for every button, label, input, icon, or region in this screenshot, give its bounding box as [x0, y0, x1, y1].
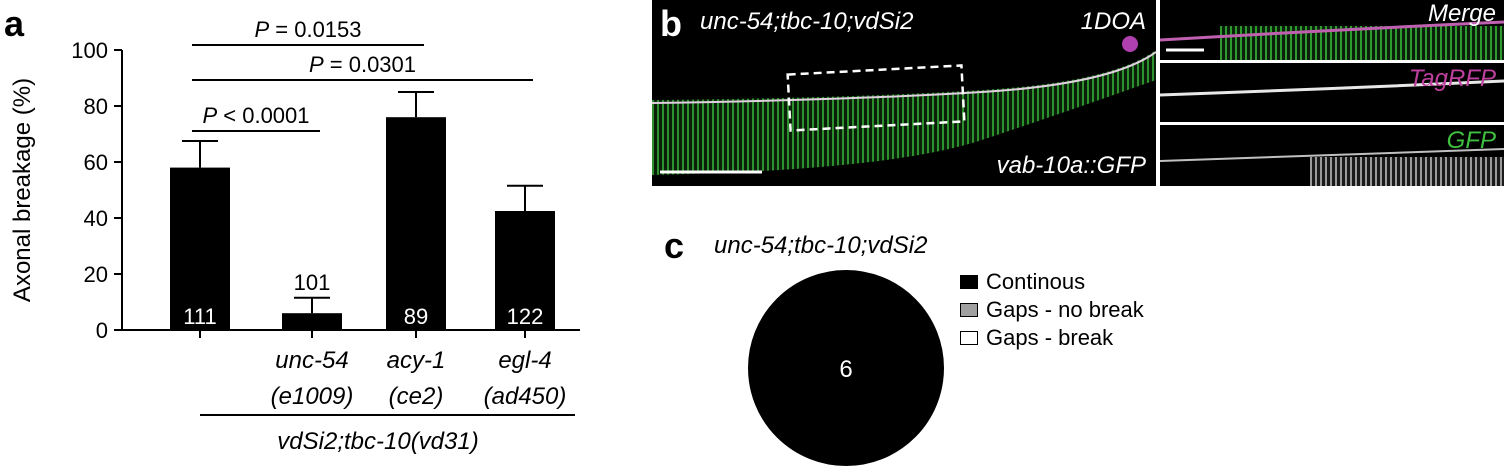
n-label: 89: [404, 304, 428, 329]
micrograph-main: unc-54;tbc-10;vdSi2 1DOA vab-10a::GFP: [652, 0, 1156, 186]
legend-label: Continous: [986, 269, 1086, 294]
x-category-label: (ad450): [484, 383, 567, 410]
panel-label-c: c: [664, 225, 685, 266]
legend-item-gaps-no-break: Gaps - no break: [960, 296, 1144, 324]
inset-label-gfp: GFP: [1446, 127, 1496, 154]
panel-label-b: b: [660, 3, 682, 44]
bar: [495, 211, 555, 330]
y-tick-label: 60: [84, 150, 108, 175]
legend-swatch: [960, 331, 978, 345]
pie-title: unc-54;tbc-10;vdSi2: [714, 232, 928, 259]
inset-label-merge: Merge: [1427, 0, 1496, 27]
worm-image: [652, 36, 1156, 175]
legend-label: Gaps - break: [986, 325, 1114, 350]
inset-gfp: GFP: [1160, 125, 1504, 186]
y-tick-label: 80: [84, 94, 108, 119]
pie-legend: Continous Gaps - no break Gaps - break: [960, 268, 1144, 352]
x-category-label: (e1009): [271, 383, 354, 410]
legend-swatch: [960, 275, 978, 289]
group-label: vdSi2;tbc-10(vd31): [277, 428, 478, 455]
pie-slice: [748, 270, 944, 466]
x-category-label: (ce2): [389, 383, 444, 410]
legend-item-gaps-break: Gaps - break: [960, 324, 1144, 352]
x-category-label: acy-1: [387, 347, 446, 374]
y-tick-label: 100: [71, 38, 108, 63]
p-value-label: P < 0.0001: [202, 103, 309, 128]
inset-tagrfp: TagRFP: [1160, 63, 1504, 122]
x-category-label: unc-54: [275, 347, 348, 374]
legend-item-continous: Continous: [960, 268, 1144, 296]
genotype-label: unc-54;tbc-10;vdSi2: [700, 8, 914, 35]
n-label: 101: [294, 270, 331, 295]
marker-label: vab-10a::GFP: [996, 152, 1146, 179]
n-label: 122: [507, 304, 544, 329]
y-tick-label: 20: [84, 262, 108, 287]
pie-chart: 6: [748, 270, 944, 466]
inset-merge: Merge: [1160, 0, 1504, 60]
legend-label: Gaps - no break: [986, 297, 1144, 322]
n-label: 111: [183, 304, 216, 329]
pie-center-label: 6: [839, 356, 852, 383]
bar: [170, 167, 230, 330]
x-category-label: egl-4: [498, 347, 551, 374]
inset-label-tagrfp: TagRFP: [1408, 65, 1496, 92]
y-axis-label: Axonal breakage (%): [9, 78, 36, 302]
legend-swatch: [960, 303, 978, 317]
stage-label: 1DOA: [1080, 8, 1146, 35]
y-tick-label: 40: [84, 206, 108, 231]
y-tick-label: 0: [96, 318, 108, 343]
p-value-label: P = 0.0301: [309, 52, 416, 77]
p-value-label: P = 0.0153: [254, 17, 361, 42]
bar: [282, 313, 342, 330]
bar: [386, 117, 446, 330]
panel-label-a: a: [4, 3, 25, 44]
